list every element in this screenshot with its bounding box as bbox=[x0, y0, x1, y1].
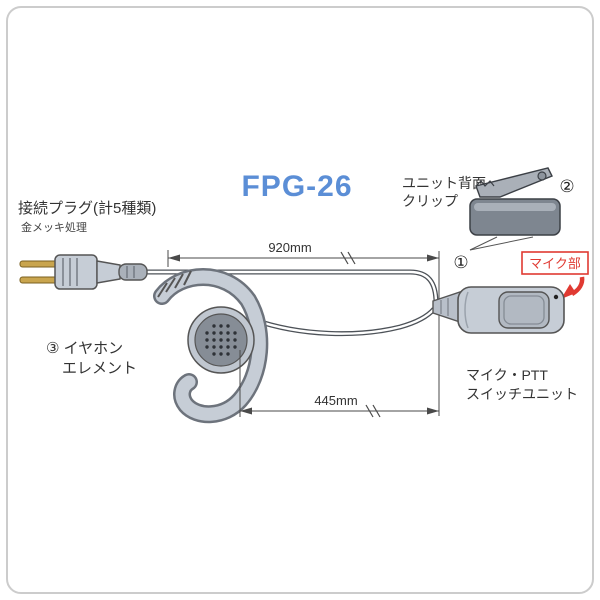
speaker-holes bbox=[205, 324, 237, 356]
ptt-switch-unit bbox=[432, 286, 565, 334]
dim445-break-mark-2 bbox=[372, 404, 381, 418]
unit-label-line2: スイッチユニット bbox=[466, 386, 578, 402]
plug-pin-bottom bbox=[19, 276, 59, 284]
plug-label: 接続プラグ(計5種類) bbox=[18, 200, 156, 217]
dim445-label: 445mm bbox=[314, 393, 357, 408]
dim920-arrow-left-icon bbox=[168, 254, 180, 262]
mic-arrow-head-icon bbox=[561, 284, 576, 299]
ptt-button-inner bbox=[503, 295, 545, 325]
mic-hole-icon bbox=[553, 294, 559, 300]
dim445-arrow-left-icon bbox=[240, 407, 252, 415]
dim920-break-mark-1 bbox=[340, 251, 349, 265]
hook-grip-ridge-1 bbox=[157, 282, 168, 298]
clip-pivot-icon bbox=[537, 171, 547, 181]
unit-label-line1: マイク・PTT bbox=[466, 367, 548, 383]
connection-plug bbox=[19, 254, 148, 290]
clip-label-line1: ユニット背面 bbox=[402, 175, 486, 191]
dim445-break-mark-1 bbox=[365, 404, 374, 418]
clip-teeth-icon bbox=[475, 180, 495, 187]
dimension-920 bbox=[167, 250, 440, 416]
earphone-cable bbox=[248, 307, 436, 337]
mic-part-label: マイク部 bbox=[529, 256, 581, 271]
dim920-label: 920mm bbox=[268, 240, 311, 255]
ear-hook bbox=[153, 268, 269, 424]
clip-arm-icon bbox=[475, 167, 553, 198]
dimension-445 bbox=[239, 350, 439, 418]
plug-pin-top bbox=[19, 260, 59, 268]
marker-1: ① bbox=[453, 253, 468, 272]
earphone-label-line2: エレメント bbox=[62, 360, 137, 377]
plug-strain-relief bbox=[118, 263, 148, 281]
clip-unit-illustration bbox=[469, 167, 561, 251]
mic-part-callout: マイク部 bbox=[521, 251, 589, 299]
main-cable bbox=[146, 269, 439, 304]
marker-2: ② bbox=[559, 177, 574, 196]
dim920-arrow-right-icon bbox=[427, 254, 439, 262]
earphone-element bbox=[187, 306, 255, 374]
dim920-break-mark-2 bbox=[347, 251, 356, 265]
pointer-line-left bbox=[469, 236, 498, 251]
pointer-line-right bbox=[469, 236, 534, 251]
clip-label-line2: クリップ bbox=[402, 193, 458, 209]
plug-sublabel: 金メッキ処理 bbox=[21, 220, 87, 234]
ptt-button bbox=[498, 291, 550, 329]
hook-grip-ridge-4 bbox=[183, 270, 192, 286]
clip-unit-highlight bbox=[474, 203, 556, 211]
earphone-cable-core bbox=[248, 308, 435, 335]
dim445-arrow-right-icon bbox=[427, 407, 439, 415]
hook-grip-ridge-3 bbox=[174, 273, 184, 289]
product-title: FPG-26 bbox=[241, 170, 352, 203]
ear-hook-band bbox=[155, 270, 266, 421]
plug-taper bbox=[96, 260, 121, 284]
earphone-label-line1: ③ イヤホン bbox=[46, 340, 123, 357]
page-border bbox=[6, 6, 594, 594]
unit-contour-line bbox=[464, 291, 469, 329]
hook-grip-ridge-2 bbox=[165, 277, 176, 293]
mic-part-box bbox=[521, 251, 589, 275]
main-cable-core bbox=[146, 270, 438, 304]
